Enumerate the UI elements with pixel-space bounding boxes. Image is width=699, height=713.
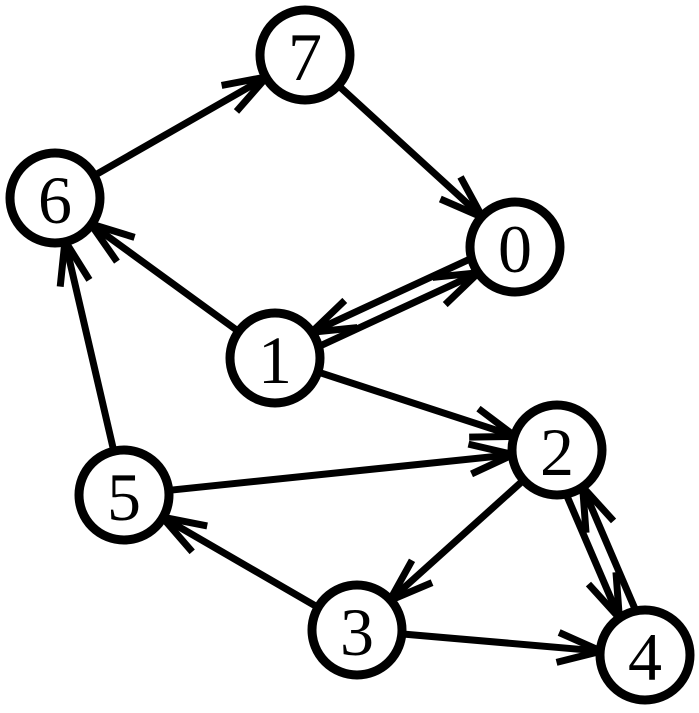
node-circle-2[interactable] [507,400,607,500]
node-circle-3[interactable] [307,580,407,680]
graph-node-1[interactable]: 1 [225,308,325,408]
edge-5-to-6 [56,230,118,454]
edge-3-to-4 [399,629,612,666]
edge-2-to-3 [381,476,528,608]
edge-1-to-6 [81,217,243,336]
node-circle-0[interactable] [465,197,565,297]
edge-0-to-1 [301,254,475,337]
node-label-7: 7 [288,19,322,95]
edge-line-5-2 [166,451,514,495]
edge-line-1-2 [314,368,517,440]
node-circle-6[interactable] [5,148,105,248]
edge-line-4-2 [579,485,640,614]
node-label-6: 6 [38,162,72,238]
graph-node-0[interactable]: 0 [465,197,565,297]
node-circle-4[interactable] [595,605,695,705]
edge-line-7-0 [334,81,485,220]
edge-6-to-7 [90,71,277,180]
node-label-4: 4 [628,619,662,695]
arrow-head-icon-3-5 [152,511,208,555]
edge-layer [56,71,640,666]
edge-1-to-0 [315,268,489,351]
graph-node-2[interactable]: 2 [507,400,607,500]
graph-node-7[interactable]: 7 [255,5,355,105]
edge-1-to-2 [314,368,526,441]
node-label-3: 3 [340,594,374,670]
edge-line-5-6 [61,240,118,454]
arrow-head-icon-6-7 [220,71,277,114]
node-circle-1[interactable] [225,308,325,408]
node-circle-5[interactable] [74,445,174,545]
edge-line-3-4 [399,630,602,655]
edge-7-to-0 [334,81,491,225]
edge-5-to-2 [166,440,524,495]
edge-line-2-3 [387,476,528,604]
graph-node-5[interactable]: 5 [74,445,174,545]
node-label-5: 5 [107,459,141,535]
graph-node-6[interactable]: 6 [5,148,105,248]
node-label-1: 1 [258,322,292,398]
edge-line-1-6 [88,221,243,336]
edge-line-1-0 [315,269,480,351]
node-circle-7[interactable] [255,5,355,105]
node-layer: 0 1 2 3 4 5 6 7 [5,5,695,705]
edge-line-2-4 [562,491,623,620]
edge-3-to-5 [152,511,322,612]
graph-node-3[interactable]: 3 [307,580,407,680]
edge-line-0-1 [310,254,475,336]
node-label-0: 0 [498,211,532,287]
node-label-2: 2 [540,414,574,490]
graph-node-4[interactable]: 4 [595,605,695,705]
edge-line-3-5 [160,514,322,612]
edge-line-6-7 [90,73,269,180]
